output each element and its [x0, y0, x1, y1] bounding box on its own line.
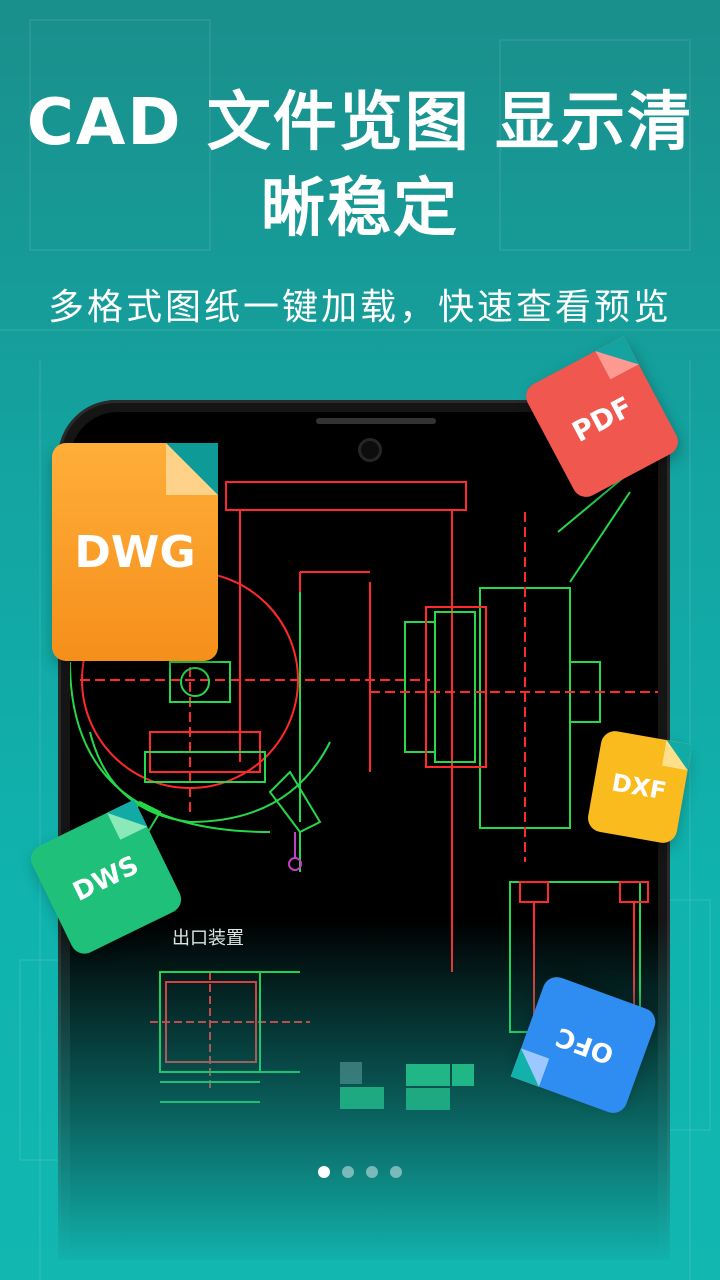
carousel-dot[interactable] [366, 1166, 378, 1178]
dwg-file-icon: DWG [52, 443, 218, 661]
carousel-pagination [0, 1166, 720, 1178]
dxf-file-icon: DXF [585, 728, 693, 846]
carousel-dot[interactable] [390, 1166, 402, 1178]
headline-line-1: CAD 文件览图 显示清 [26, 86, 694, 160]
carousel-dot[interactable] [342, 1166, 354, 1178]
ofc-label: OFC [552, 1020, 618, 1070]
headline-line-2: 晰稳定 [261, 172, 459, 246]
dwg-label: DWG [74, 526, 196, 578]
pdf-label: PDF [566, 389, 638, 449]
subtitle: 多格式图纸一键加载，快速查看预览 [47, 287, 672, 328]
drawing-section-label: 出口装置 [172, 928, 244, 949]
headline: CAD 文件览图 显示清 晰稳定 [0, 80, 720, 252]
camera-icon [358, 438, 382, 462]
dxf-label: DXF [609, 768, 669, 806]
speaker-grille [316, 418, 436, 424]
dws-label: DWS [68, 850, 144, 908]
carousel-dot[interactable] [318, 1166, 330, 1178]
